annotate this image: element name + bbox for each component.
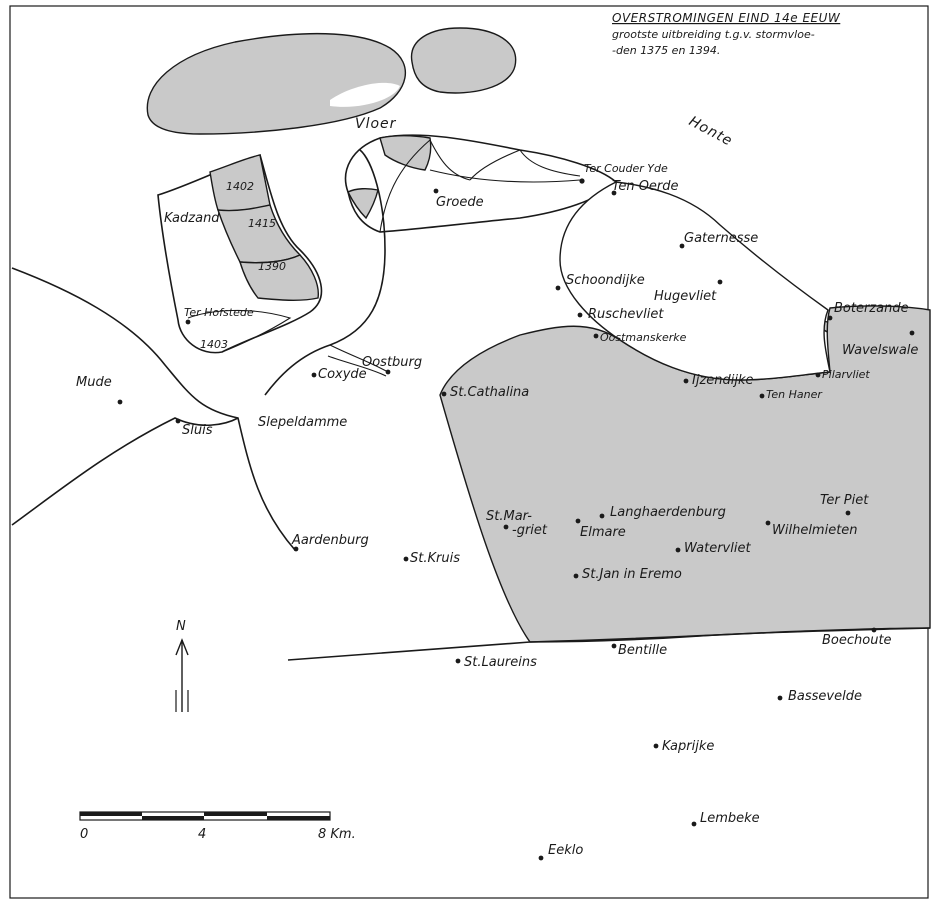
place-kadzand: Kadzand: [164, 211, 220, 226]
polder-year-1415: 1415: [248, 217, 276, 230]
zwin-channel-east: [264, 149, 386, 396]
place-bassevelde: Bassevelde: [788, 689, 862, 704]
north-island-east: [410, 27, 517, 94]
polder-year-1390: 1390: [258, 260, 286, 273]
place-dots: [117, 178, 915, 861]
island-sandbank: [330, 82, 400, 107]
place-st-cathalina: St.Cathalina: [450, 385, 529, 400]
north-arrow-label: N: [176, 619, 186, 634]
place-kaprijke: Kaprijke: [662, 739, 714, 754]
place-bentille: Bentille: [618, 643, 667, 658]
map-subtitle-2: -den 1375 en 1394.: [612, 44, 720, 57]
scale-tick-0: 0: [80, 827, 88, 842]
place-oostmanskerke: Oostmanskerke: [600, 331, 687, 344]
place-elmare: Elmare: [580, 525, 626, 540]
map-title: OVERSTROMINGEN EIND 14e EEUW: [612, 11, 841, 25]
place-boterzande: Boterzande: [834, 301, 909, 316]
place-ruschevliet: Ruschevliet: [588, 307, 664, 322]
zwin-west-shore: [11, 267, 296, 551]
southern-boundary: [287, 627, 931, 661]
place-oostburg: Oostburg: [362, 355, 422, 370]
place-pilarvliet: Pilarvliet: [822, 368, 870, 381]
scale-tick-8: 8 Km.: [318, 827, 356, 842]
place-st-margriet-1: St.Mar-: [486, 509, 532, 524]
north-island-west: [146, 32, 407, 135]
place-gaternesse: Gaternesse: [684, 231, 758, 246]
place-st-laureins: St.Laureins: [464, 655, 537, 670]
ijzendijke-island: [559, 181, 831, 381]
place-ijzendijke: Ijzendijke: [692, 373, 754, 388]
scale-tick-4: 4: [198, 827, 206, 842]
groede-flood-west: [347, 187, 379, 220]
polder-year-1402: 1402: [226, 180, 254, 193]
place-eeklo: Eeklo: [548, 843, 583, 858]
place-st-kruis: St.Kruis: [410, 551, 460, 566]
map-subtitle-1: grootste uitbreiding t.g.v. stormvloe-: [612, 28, 815, 41]
place-coxyde: Coxyde: [318, 367, 367, 382]
place-ter-couder-yde: Ter Couder Yde: [584, 162, 668, 175]
polder-year-1403: 1403: [200, 338, 228, 351]
place-st-margriet-2: -griet: [512, 523, 548, 538]
place-langhaerdenburg: Langhaerdenburg: [610, 505, 726, 520]
oostburg-inlet: [327, 344, 389, 377]
place-ter-hofstede: Ter Hofstede: [184, 306, 254, 319]
place-groede: Groede: [436, 195, 484, 210]
place-sluis: Sluis: [182, 423, 213, 438]
place-lembeke: Lembeke: [700, 811, 760, 826]
place-mude: Mude: [76, 375, 112, 390]
water-label-honte: Honte: [686, 113, 735, 149]
place-waveswale: Wavelswale: [842, 343, 918, 358]
groede-flood-north: [379, 135, 432, 171]
place-ter-piet: Ter Piet: [820, 493, 869, 508]
place-ten-haner: Ten Haner: [766, 388, 823, 401]
zwin-west-shore-2: [11, 417, 239, 526]
scale-bar: [79, 811, 331, 821]
north-arrow: [175, 638, 189, 712]
water-label-vloer: Vloer: [355, 116, 397, 132]
place-st-jan-in-eremo: St.Jan in Eremo: [582, 567, 682, 582]
place-watervliet: Watervliet: [684, 541, 751, 556]
place-wilhelmieten: Wilhelmieten: [772, 523, 858, 538]
place-aardenburg: Aardenburg: [291, 533, 369, 548]
place-schoondijke: Schoondijke: [566, 273, 645, 288]
place-slepeldamme: Slepeldamme: [258, 415, 347, 430]
place-hugevliet: Hugevliet: [654, 289, 717, 304]
kadzand-dike: [187, 309, 292, 353]
groede-internal-dikes: [379, 139, 581, 233]
place-boechoute: Boechoute: [822, 633, 892, 648]
kadzand-flood-1390: [239, 254, 319, 301]
place-ten-oerde: Ten Oerde: [612, 179, 679, 194]
